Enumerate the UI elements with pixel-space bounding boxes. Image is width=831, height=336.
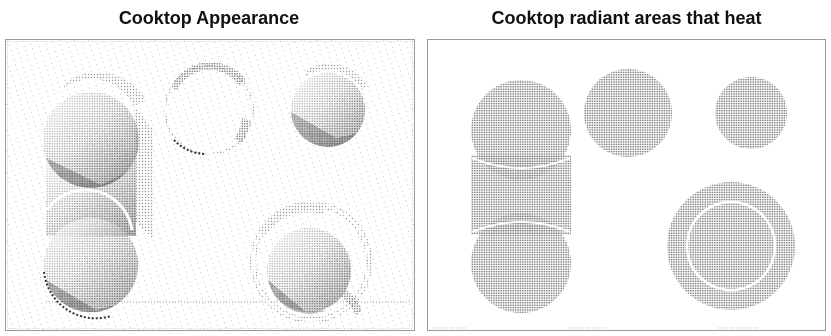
back-right-heat-zone (715, 77, 787, 149)
front-right-heat-zone (667, 182, 795, 310)
surface-border (7, 41, 413, 329)
caption-radiant-areas: Cooktop radiant areas that heat (491, 8, 762, 28)
left-bridge-burner (43, 72, 154, 320)
back-right-burner (291, 63, 368, 147)
front-right-burner (250, 201, 372, 323)
radiant-areas-illustration (432, 69, 795, 329)
bridge-heat-zone (471, 80, 571, 313)
caption-cooktop-appearance: Cooktop Appearance (118, 8, 300, 28)
cooktop-appearance-panel (5, 39, 415, 331)
back-center-heat-zone (584, 69, 672, 157)
cooktop-appearance-illustration (6, 40, 414, 330)
back-center-burner (164, 62, 254, 155)
radiant-areas-panel (427, 39, 826, 331)
